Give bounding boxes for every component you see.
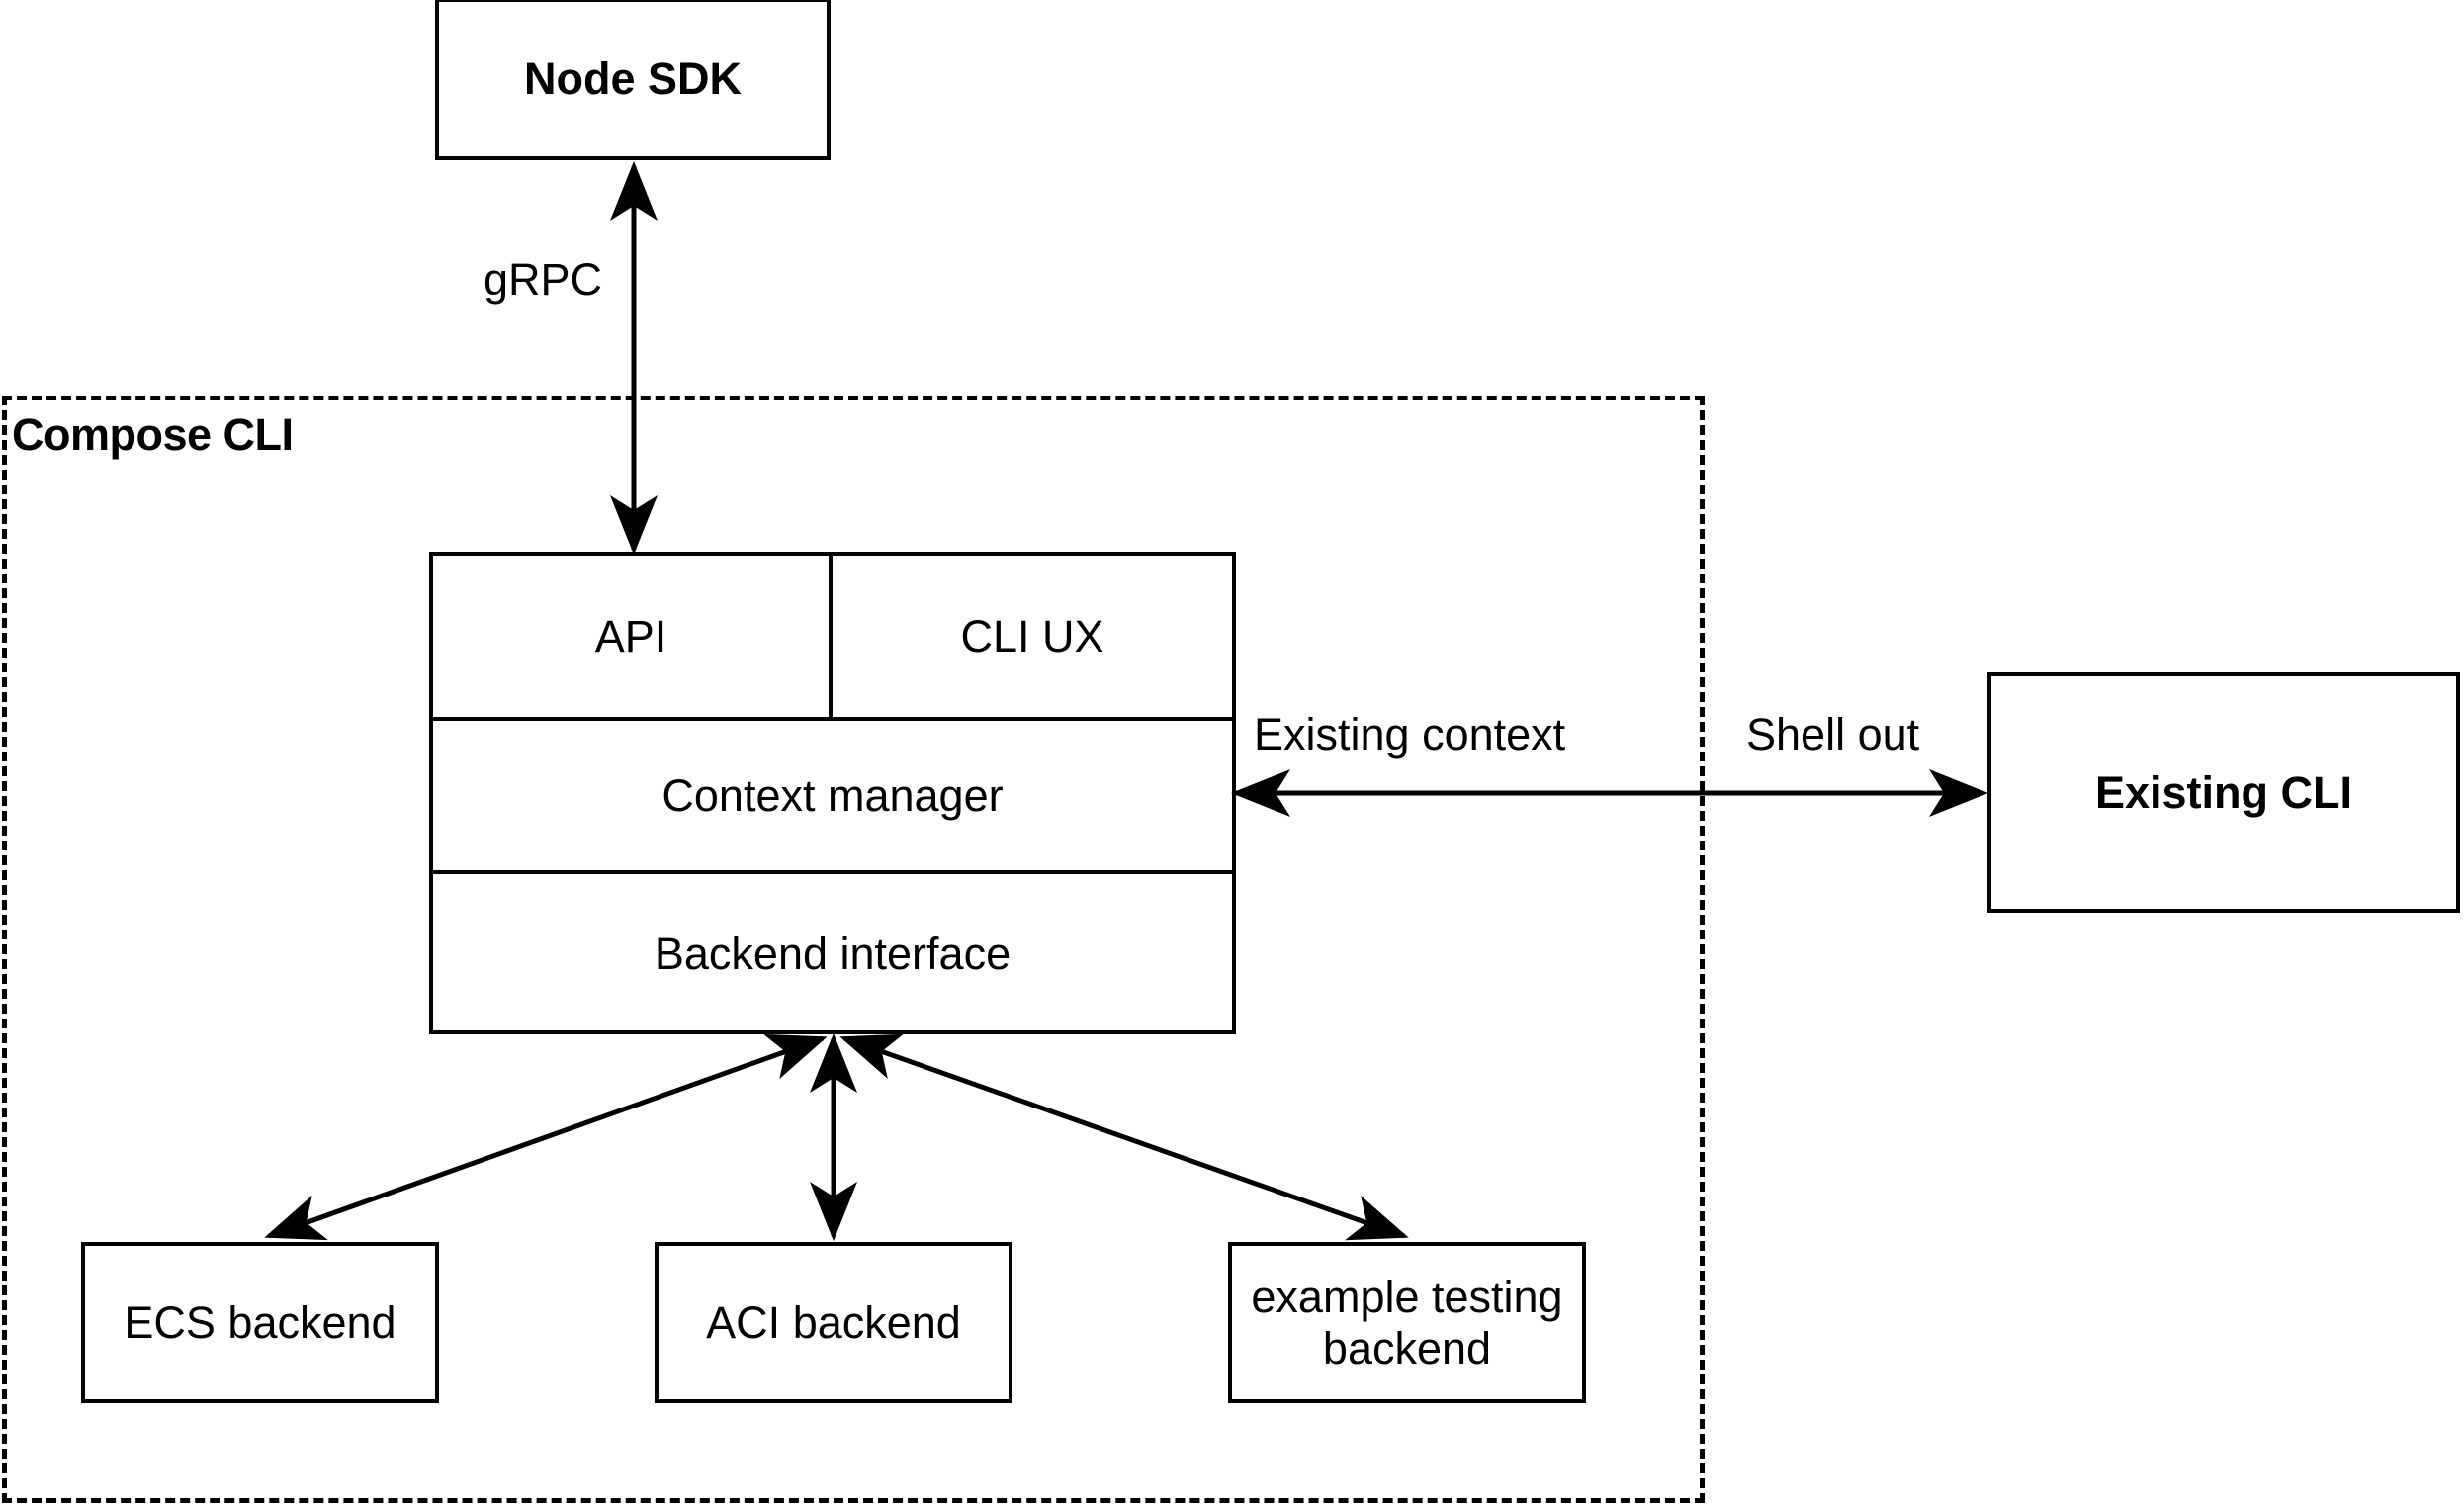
example-testing-backend-label: example testing backend: [1232, 1272, 1582, 1374]
node-sdk-label: Node SDK: [523, 53, 742, 105]
existing-context-edge-label: Existing context: [1254, 709, 1566, 759]
api-cell[interactable]: API: [433, 556, 833, 717]
compose-cli-label: Compose CLI: [12, 409, 294, 460]
existing-cli-box[interactable]: Existing CLI: [1987, 672, 2460, 913]
aci-backend-label: ACI backend: [706, 1296, 961, 1348]
cli-ux-cell[interactable]: CLI UX: [833, 556, 1232, 717]
example-testing-backend-line2: backend: [1322, 1322, 1492, 1374]
grpc-edge-label: gRPC: [484, 254, 603, 305]
node-sdk-box[interactable]: Node SDK: [435, 0, 831, 160]
context-manager-row[interactable]: Context manager: [433, 717, 1232, 874]
existing-cli-label: Existing CLI: [2094, 766, 2353, 818]
ecs-backend-box[interactable]: ECS backend: [81, 1242, 439, 1403]
aci-backend-box[interactable]: ACI backend: [655, 1242, 1012, 1403]
ecs-backend-label: ECS backend: [124, 1296, 396, 1348]
compose-cli-boundary: [2, 396, 1705, 1503]
shell-out-edge-label: Shell out: [1746, 709, 1920, 759]
api-cliux-row: API CLI UX: [433, 556, 1232, 717]
backend-interface-row[interactable]: Backend interface: [433, 874, 1232, 1034]
backend-interface-label: Backend interface: [654, 929, 1012, 979]
api-label: API: [594, 610, 667, 662]
cli-ux-label: CLI UX: [960, 610, 1104, 662]
example-testing-backend-line1: example testing: [1251, 1271, 1563, 1322]
compose-cli-core-stack: API CLI UX Context manager Backend inter…: [429, 552, 1236, 1034]
context-manager-label: Context manager: [661, 769, 1004, 821]
example-testing-backend-box[interactable]: example testing backend: [1228, 1242, 1586, 1403]
